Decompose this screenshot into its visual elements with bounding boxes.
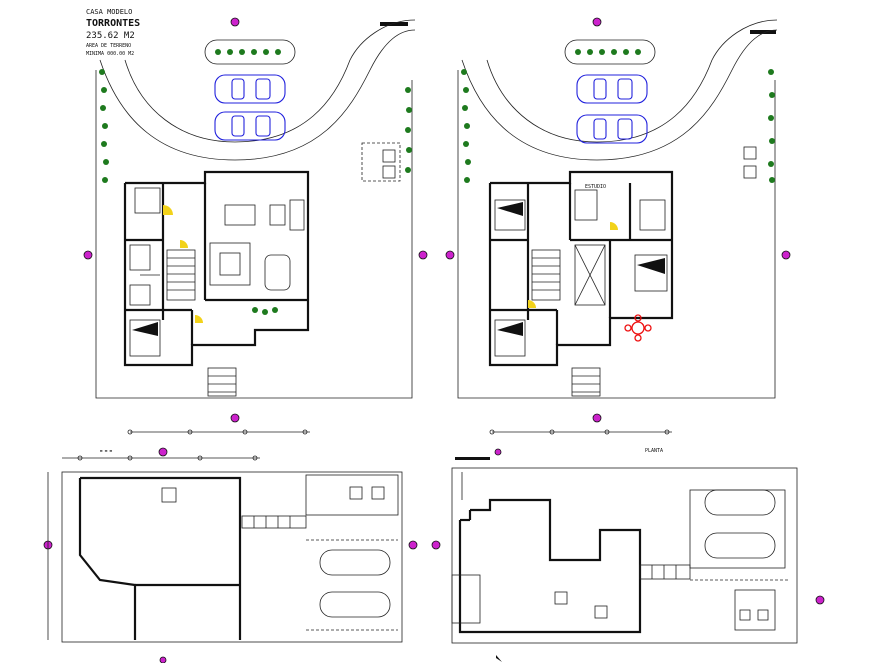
bed-icon: [494, 199, 526, 231]
bed-icon: [634, 254, 668, 292]
title-line-1: CASA MODELO: [86, 8, 132, 16]
roof-outline: [61, 471, 403, 643]
dining-table: [264, 254, 291, 291]
driveway-curve: [124, 19, 416, 143]
lot-boundary: [457, 70, 776, 399]
svg-text:▬ ▬ ▬: ▬ ▬ ▬: [100, 448, 113, 453]
bed-icon: [129, 319, 161, 357]
table-set: [624, 314, 652, 342]
title-line-3: 235.62 M2: [86, 31, 135, 41]
planter: [564, 39, 656, 65]
section-marker-icon: [781, 250, 791, 260]
car-icon: [214, 74, 286, 104]
stair-icon: [531, 249, 561, 301]
roof-plan-right: PLANTA: [431, 448, 825, 662]
title-line-5: MINIMA 000.00 M2: [86, 51, 134, 57]
section-marker-icon: [83, 250, 93, 260]
scale-bar: [380, 22, 408, 26]
section-marker-icon: [230, 17, 240, 27]
plant-icon: [99, 69, 109, 183]
roof-outline: [451, 467, 798, 644]
roof-plan-left: ▬ ▬ ▬: [43, 447, 418, 663]
car-icon: [214, 111, 286, 141]
meter: [382, 165, 396, 179]
bed-icon: [494, 319, 526, 357]
north-arrow-icon: [496, 655, 502, 662]
title-line-4: AREA DE TERRENO: [86, 43, 131, 49]
section-marker-icon: [159, 656, 167, 663]
section-marker-icon: [592, 413, 602, 423]
room-label: ESTUDIO: [585, 184, 606, 190]
scale-bar: [750, 30, 776, 34]
site-plan-right: ESTUDIO: [445, 17, 791, 435]
site-plan-left: [83, 17, 428, 435]
car-icon: [576, 74, 648, 104]
house-left: [123, 170, 310, 397]
section-marker-icon: [592, 17, 602, 27]
section-marker-icon: [494, 448, 502, 456]
house-right: ESTUDIO: [488, 170, 674, 397]
kitchen-island: [224, 204, 256, 226]
stair-icon: [166, 249, 196, 301]
car-icon: [576, 114, 648, 144]
section-marker-icon: [431, 540, 441, 550]
sofa-set: [209, 242, 251, 286]
plant-icon: [215, 49, 281, 55]
plant-icon: [575, 49, 641, 55]
section-marker-icon: [445, 250, 455, 260]
plant-icon: [252, 307, 278, 315]
section-marker-icon: [158, 447, 168, 457]
section-marker-icon: [418, 250, 428, 260]
driveway-curve: [99, 29, 416, 161]
meter: [382, 149, 396, 163]
plant-icon: [461, 69, 471, 183]
section-marker-icon: [230, 413, 240, 423]
title-line-2: TORRONTES: [86, 18, 140, 29]
plant-icon: [768, 69, 775, 183]
plan-label: PLANTA: [645, 448, 663, 454]
section-marker-icon: [815, 595, 825, 605]
lot-boundary: [95, 70, 413, 399]
planter: [204, 39, 296, 65]
service-box: [361, 142, 401, 182]
plant-icon: [405, 87, 412, 173]
title-block: CASA MODELO TORRONTES 235.62 M2 AREA DE …: [86, 8, 140, 57]
section-marker-icon: [408, 540, 418, 550]
